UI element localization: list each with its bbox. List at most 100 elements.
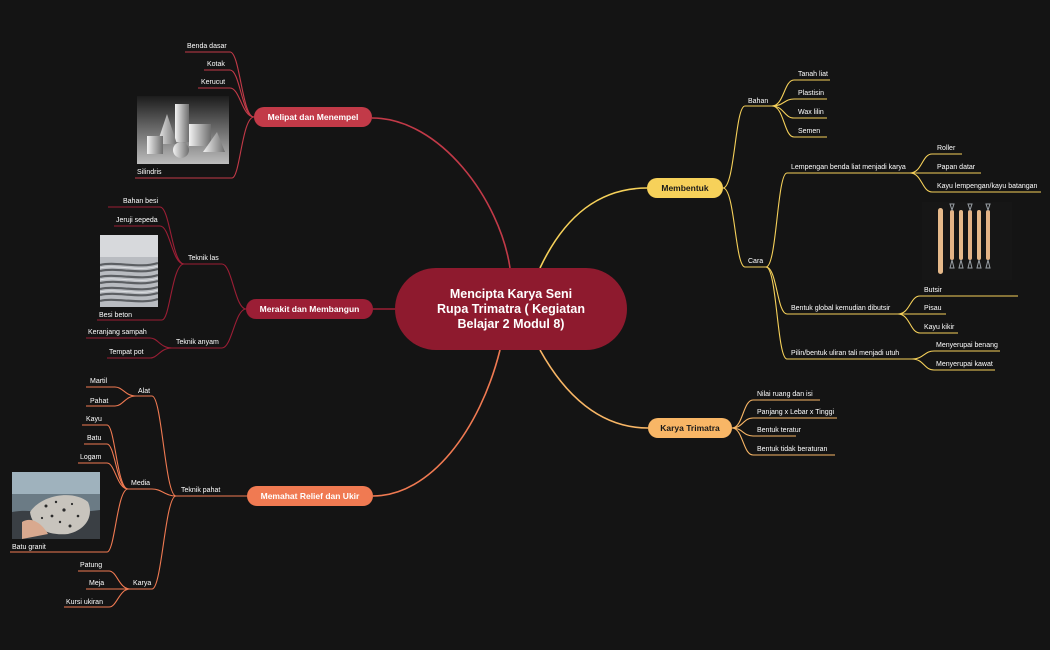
node-patung[interactable]: Patung xyxy=(80,562,103,569)
link-karya-kursi xyxy=(64,588,131,608)
node-semen[interactable]: Semen xyxy=(798,128,821,135)
link-pahat-karya xyxy=(130,495,177,590)
link-anyam-keranjang xyxy=(86,337,173,349)
link-bahan-semen xyxy=(771,105,827,138)
node-karya[interactable]: Karya xyxy=(133,580,152,587)
node-cara[interactable]: Cara xyxy=(748,258,764,265)
link-karya-tidak xyxy=(731,427,835,456)
node-bentuk-tidak-beraturan[interactable]: Bentuk tidak beraturan xyxy=(757,446,828,453)
node-menyerupai-benang[interactable]: Menyerupai benang xyxy=(936,342,998,349)
node-pilin[interactable]: Pilin/bentuk uliran tali menjadi utuh xyxy=(791,350,900,357)
node-lempengan[interactable]: Lempengan benda liat menjadi karya xyxy=(791,164,906,171)
node-bentuk-teratur[interactable]: Bentuk teratur xyxy=(757,427,801,434)
link-alat-martil xyxy=(86,386,137,397)
sculpting-tools-image xyxy=(922,202,1012,280)
link-melipat-silindris xyxy=(135,116,255,179)
node-batu-granit[interactable]: Batu granit xyxy=(12,544,46,551)
node-bentuk-global[interactable]: Bentuk global kemudian dibutsir xyxy=(791,305,891,312)
topic-label: Memahat Relief dan Ukir xyxy=(260,491,360,501)
node-pisau[interactable]: Pisau xyxy=(924,305,942,312)
link-anyam-pot xyxy=(107,347,173,359)
link-media-logam xyxy=(78,462,129,490)
geometric-shapes-image xyxy=(137,96,229,164)
link-root-melipat xyxy=(371,117,511,269)
node-besi-beton[interactable]: Besi beton xyxy=(99,312,133,319)
node-pahat[interactable]: Pahat xyxy=(90,398,109,405)
topic-melipat-menempel[interactable]: Melipat dan Menempel xyxy=(254,107,372,127)
node-wax-lilin[interactable]: Wax lilin xyxy=(798,109,824,116)
link-global-kikir xyxy=(897,313,958,334)
node-teknik-pahat[interactable]: Teknik pahat xyxy=(181,487,221,494)
link-pahat-media xyxy=(128,488,177,497)
topic-memahat-relief[interactable]: Memahat Relief dan Ukir xyxy=(247,486,373,506)
node-kotak[interactable]: Kotak xyxy=(207,61,225,68)
link-las-besibeton xyxy=(97,263,185,321)
link-merakit-las xyxy=(184,263,247,310)
granite-image xyxy=(12,472,100,539)
node-roller[interactable]: Roller xyxy=(937,145,956,152)
node-jeruji-sepeda[interactable]: Jeruji sepeda xyxy=(116,217,158,224)
link-root-membentuk xyxy=(539,187,648,269)
node-benda-dasar[interactable]: Benda dasar xyxy=(187,43,227,50)
node-kayu-kikir[interactable]: Kayu kikir xyxy=(924,324,955,331)
node-kerucut[interactable]: Kerucut xyxy=(201,79,226,86)
link-media-kayu xyxy=(82,424,129,490)
node-kayu[interactable]: Kayu xyxy=(86,416,102,423)
steel-rods-image xyxy=(100,235,158,307)
link-bahan-tanahliat xyxy=(771,79,830,107)
link-global-butsir xyxy=(897,295,1018,315)
geometric-shapes-illustration xyxy=(137,96,229,164)
node-nilai-ruang[interactable]: Nilai ruang dan isi xyxy=(757,391,813,398)
node-menyerupai-kawat[interactable]: Menyerupai kawat xyxy=(936,361,993,368)
node-logam[interactable]: Logam xyxy=(80,454,102,461)
node-meja[interactable]: Meja xyxy=(89,580,105,587)
link-las-jeruji xyxy=(114,225,185,265)
central-topic[interactable]: Mencipta Karya Seni Rupa Trimatra ( Kegi… xyxy=(395,268,627,350)
topic-membentuk[interactable]: Membentuk xyxy=(647,178,723,198)
link-cara-global xyxy=(765,266,898,315)
node-martil[interactable]: Martil xyxy=(90,378,108,385)
node-papan-datar[interactable]: Papan datar xyxy=(937,164,976,171)
node-alat[interactable]: Alat xyxy=(138,388,151,395)
link-karya-panjang xyxy=(731,417,837,429)
node-silindris[interactable]: Silindris xyxy=(137,169,162,176)
link-karya-patung xyxy=(78,570,131,590)
link-alat-pahat xyxy=(86,395,137,407)
node-media[interactable]: Media xyxy=(131,480,151,487)
topic-karya-trimatra[interactable]: Karya Trimatra xyxy=(648,418,732,438)
node-teknik-anyam[interactable]: Teknik anyam xyxy=(176,339,219,346)
node-bahan-besi[interactable]: Bahan besi xyxy=(123,198,159,205)
link-membentuk-cara xyxy=(722,187,766,268)
topic-label: Melipat dan Menempel xyxy=(267,112,359,122)
steel-rods-illustration xyxy=(100,235,158,307)
link-lempengan-kayu xyxy=(909,172,1041,193)
node-batu[interactable]: Batu xyxy=(87,435,102,442)
node-kursi-ukiran[interactable]: Kursi ukiran xyxy=(66,599,103,606)
node-plastisin[interactable]: Plastisin xyxy=(798,90,825,97)
link-pilin-benang xyxy=(911,350,1000,360)
topic-merakit-membangun[interactable]: Merakit dan Membangun xyxy=(246,299,373,319)
node-keranjang-sampah[interactable]: Keranjang sampah xyxy=(88,329,147,336)
node-butsir[interactable]: Butsir xyxy=(924,287,942,294)
link-lempengan-roller xyxy=(909,153,962,174)
central-topic-title: Mencipta Karya Seni Rupa Trimatra ( Kegi… xyxy=(437,286,585,331)
node-kayu-lempengan[interactable]: Kayu lempengan/kayu batangan xyxy=(937,183,1038,190)
node-panjang-lebar[interactable]: Panjang x Lebar x Tinggi xyxy=(757,409,835,416)
link-merakit-anyam xyxy=(172,308,247,349)
node-tempat-pot[interactable]: Tempat pot xyxy=(109,349,144,356)
link-melipat-kerucut xyxy=(198,87,255,118)
link-pahat-alat xyxy=(136,395,177,497)
link-cara-pilin xyxy=(765,266,912,360)
node-bahan[interactable]: Bahan xyxy=(748,98,769,105)
topic-label: Karya Trimatra xyxy=(660,423,720,433)
node-tanah-liat[interactable]: Tanah liat xyxy=(798,71,828,78)
link-root-karya xyxy=(539,349,649,429)
node-teknik-las[interactable]: Teknik las xyxy=(188,255,219,262)
link-pilin-kawat xyxy=(911,358,995,371)
link-membentuk-bahan xyxy=(722,105,772,189)
link-cara-lempengan xyxy=(765,172,910,268)
link-melipat-benda xyxy=(185,51,255,118)
link-root-memahat xyxy=(372,349,501,497)
